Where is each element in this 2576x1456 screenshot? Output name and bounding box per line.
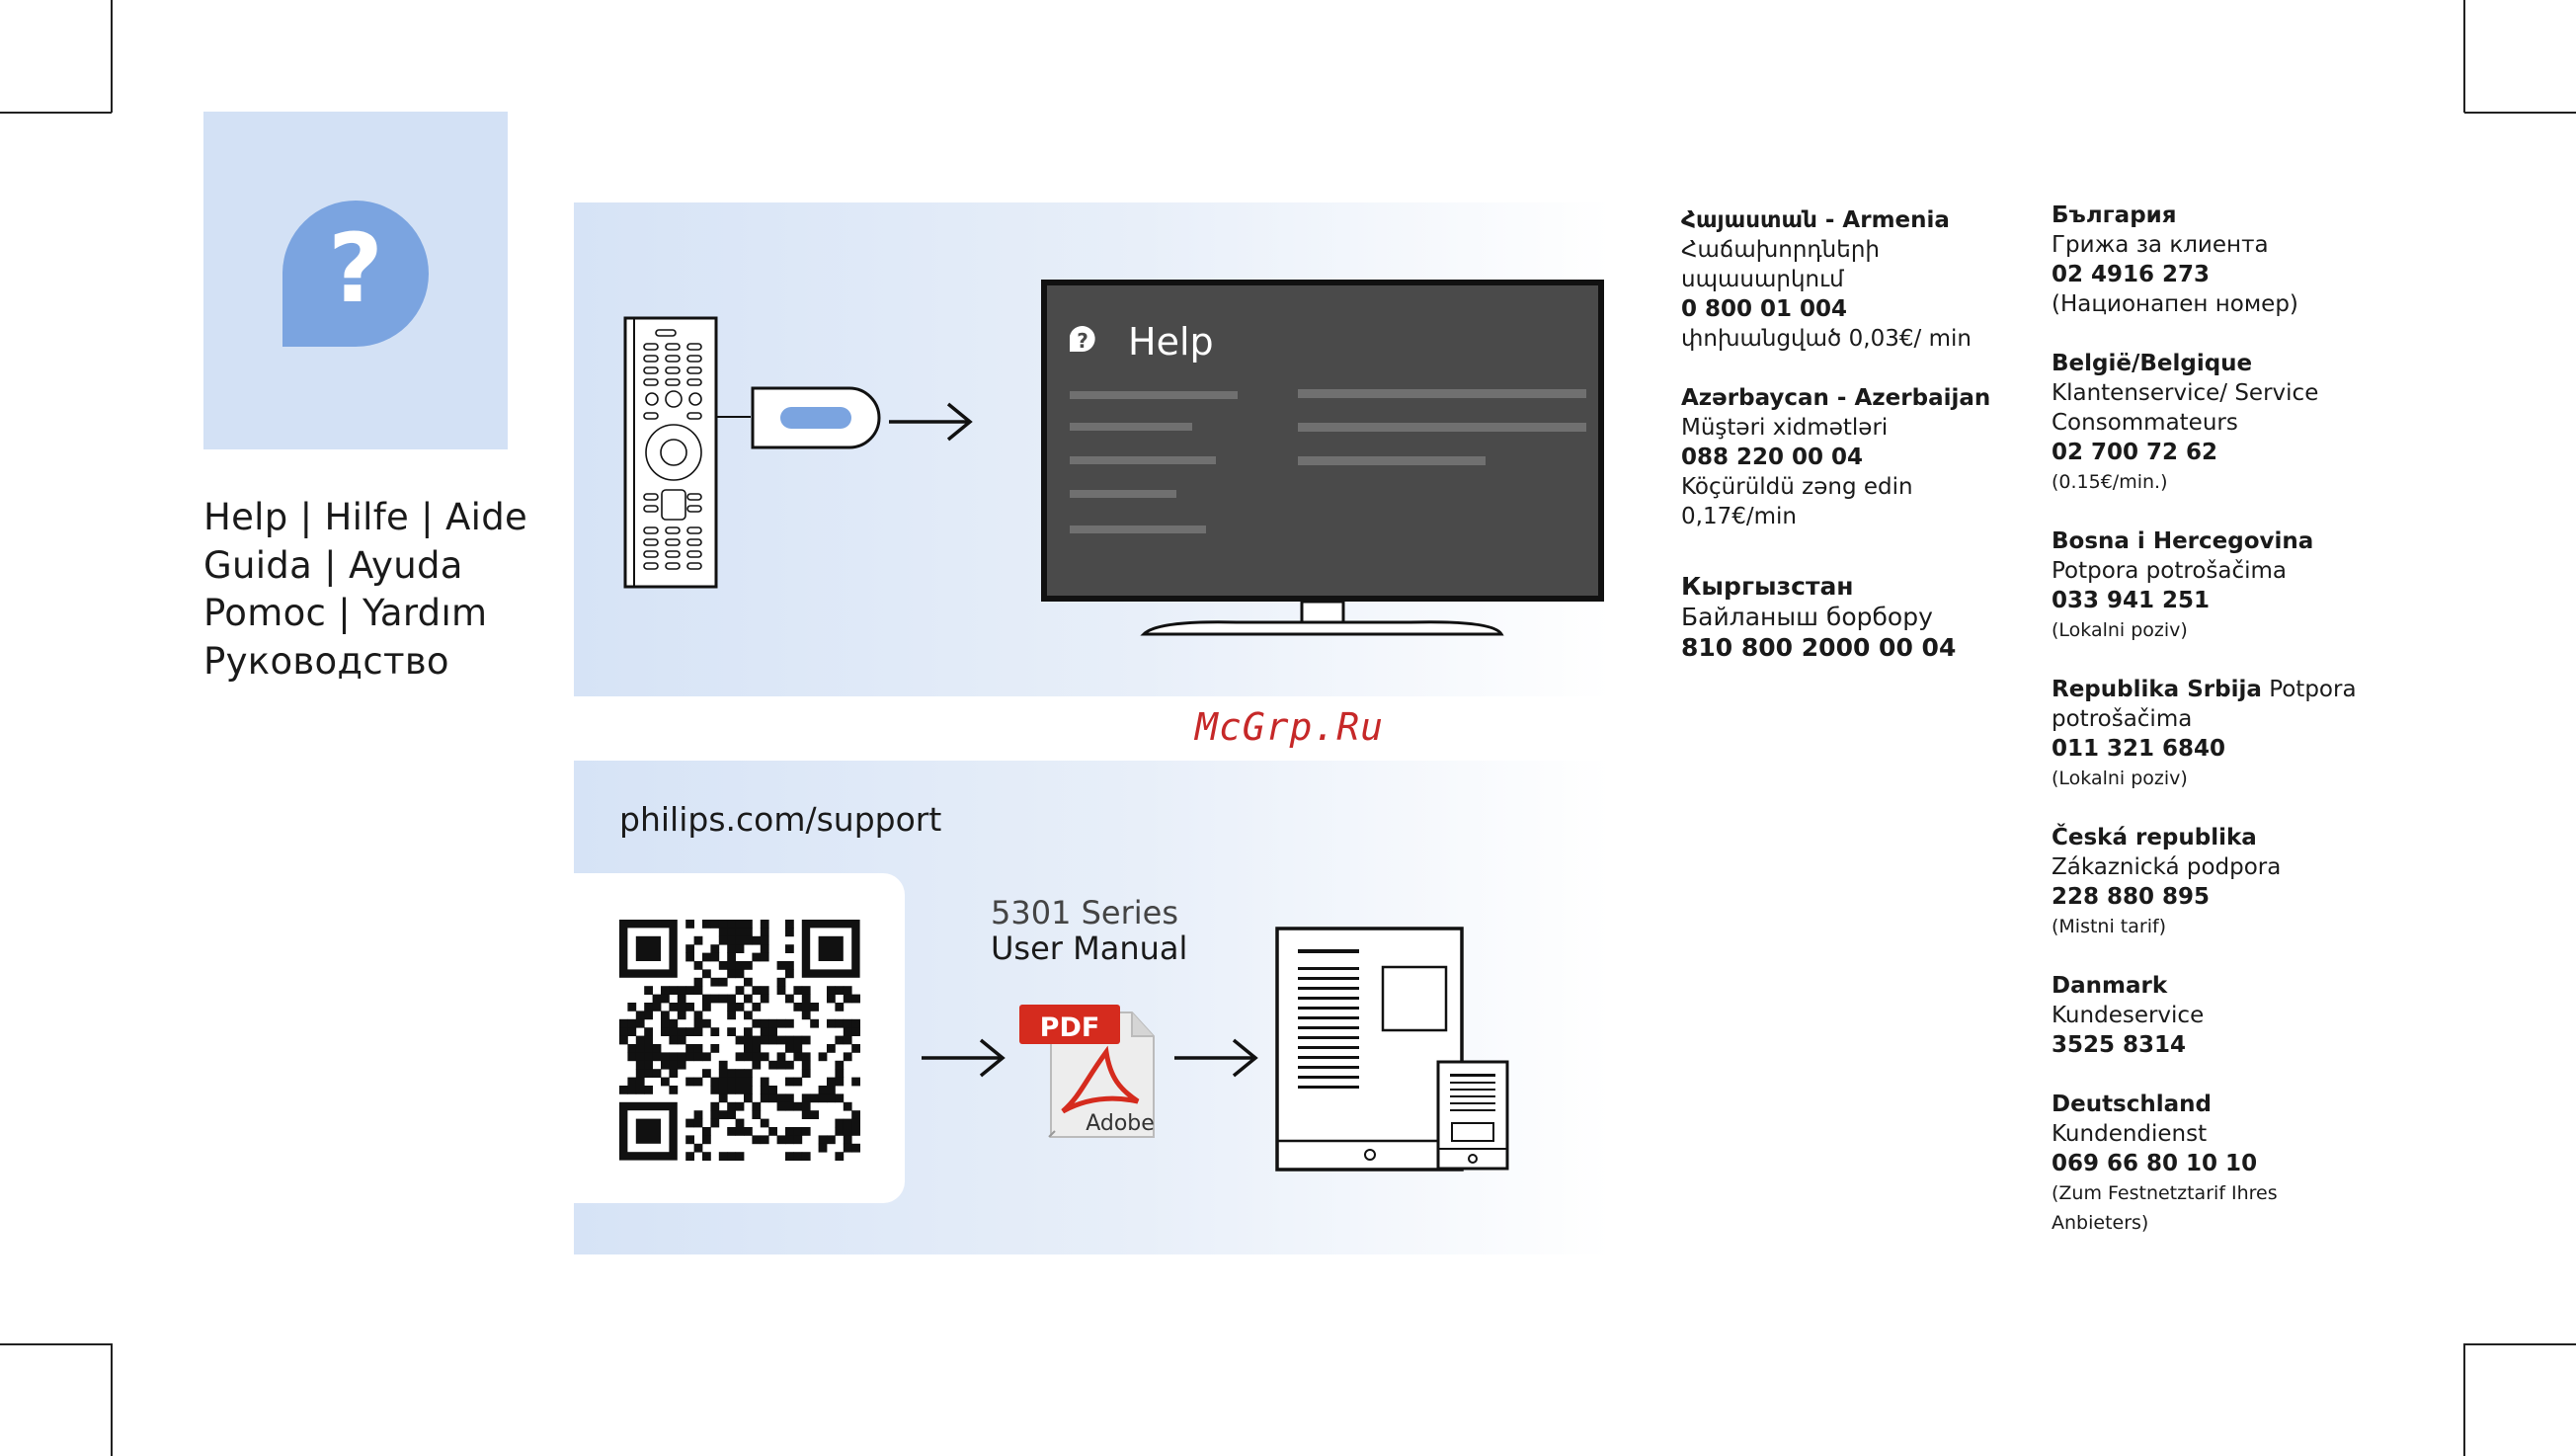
contact-country: Bosna i Hercegovina <box>2052 528 2314 554</box>
contact-country: Հայաստան - Armenia <box>1681 207 1950 233</box>
contact-entry: Кыргызстан Байланыш борбору 810 800 2000… <box>1681 571 2007 663</box>
watermark: McGrp.Ru <box>1195 705 1385 749</box>
manual-title: 5301 Series User Manual <box>991 895 1187 966</box>
contacts-column-2: България Грижа за клиента 02 4916 273 (Н… <box>2052 201 2377 1267</box>
contact-service: Грижа за клиента <box>2052 232 2269 258</box>
arrow-right-icon <box>922 1038 1006 1078</box>
contact-country: België/Belgique <box>2052 351 2253 376</box>
contact-country: Česká republika <box>2052 825 2257 850</box>
help-title-line: Pomoc | Yardım <box>203 592 488 634</box>
contact-entry: Republika Srbija Potpora potrošačima 011… <box>2052 675 2377 793</box>
contact-country: Azərbaycan - Azerbaijan <box>1681 385 1991 411</box>
contact-phone: 228 880 895 <box>2052 884 2211 910</box>
contact-entry: Danmark Kundeservice 3525 8314 <box>2052 971 2377 1060</box>
svg-text:?: ? <box>328 213 383 324</box>
contact-service: Müştəri xidmətləri <box>1681 415 1889 441</box>
contact-note: (Mistni tarif) <box>2052 916 2167 937</box>
help-title-line: Help | Hilfe | Aide <box>203 496 528 538</box>
tv-icon: ? Help <box>1041 280 1604 636</box>
crop-mark <box>2464 1343 2576 1345</box>
help-title-block: Help | Hilfe | Aide Guida | Ayuda Pomoc … <box>203 494 527 686</box>
contact-country: Кыргызстан <box>1681 572 1854 601</box>
contact-note: (Национапен номер) <box>2052 291 2298 317</box>
contact-phone: 02 700 72 62 <box>2052 440 2218 465</box>
contact-entry: България Грижа за клиента 02 4916 273 (Н… <box>2052 201 2377 319</box>
contact-service: Байланыш борбору <box>1681 603 1933 631</box>
tv-screen-title: Help <box>1128 320 1214 364</box>
contact-country: България <box>2052 202 2177 228</box>
contact-service: Klantenservice/ Service Consommateurs <box>2052 380 2319 436</box>
qr-code[interactable] <box>619 920 860 1161</box>
help-title-line: Руководство <box>203 639 449 683</box>
contact-entry: Deutschland Kundendienst 069 66 80 10 10… <box>2052 1090 2377 1238</box>
remote-control-icon <box>623 316 751 589</box>
crop-mark <box>0 1343 112 1345</box>
support-url[interactable]: philips.com/support <box>619 800 942 839</box>
contact-service: Zákaznická podpora <box>2052 854 2282 880</box>
crop-mark <box>0 112 112 114</box>
contact-note: փոխանցված 0,03€/ min <box>1681 326 1972 352</box>
arrow-right-icon <box>1174 1038 1258 1078</box>
manual-series: 5301 Series <box>991 894 1179 931</box>
question-bubble-icon: ? <box>282 201 429 347</box>
pdf-file-icon: PDF Adobe <box>1019 1005 1155 1138</box>
contact-entry: Azərbaycan - Azerbaijan Müştəri xidmətlə… <box>1681 383 2007 531</box>
crop-mark <box>2463 0 2465 113</box>
contact-entry: Հայաստան - Armenia Հաճախորդների սպասարկո… <box>1681 205 2007 354</box>
contact-note: (Lokalni poziv) <box>2052 768 2188 789</box>
manual-name: User Manual <box>991 930 1188 967</box>
help-icon-tile: ? <box>203 112 508 449</box>
contact-phone: 033 941 251 <box>2052 588 2211 613</box>
contact-phone: 088 220 00 04 <box>1681 445 1864 470</box>
contact-phone: 02 4916 273 <box>2052 262 2211 287</box>
help-button-icon <box>751 386 881 449</box>
crop-mark <box>2463 1343 2465 1456</box>
contact-note: Köçürüldü zəng edin 0,17€/min <box>1681 474 1913 529</box>
contact-service: Հաճախորդների սպասարկում <box>1681 237 1880 292</box>
svg-text:?: ? <box>1077 329 1088 353</box>
adobe-label: Adobe <box>1086 1111 1155 1136</box>
contact-entry: België/Belgique Klantenservice/ Service … <box>2052 349 2377 497</box>
contact-phone: 011 321 6840 <box>2052 736 2226 762</box>
contact-country: Danmark <box>2052 973 2168 999</box>
crop-mark <box>2464 112 2576 114</box>
contact-phone: 069 66 80 10 10 <box>2052 1151 2258 1176</box>
contact-service: Potpora potrošačima <box>2052 558 2287 584</box>
contact-service: Kundendienst <box>2052 1121 2208 1147</box>
contact-phone: 810 800 2000 00 04 <box>1681 633 1957 662</box>
crop-mark <box>111 1343 113 1456</box>
contact-entry: Česká republika Zákaznická podpora 228 8… <box>2052 823 2377 941</box>
crop-mark <box>111 0 113 113</box>
contact-phone: 0 800 01 004 <box>1681 296 1848 322</box>
contact-entry: Bosna i Hercegovina Potpora potrošačima … <box>2052 526 2377 645</box>
contact-phone: 3525 8314 <box>2052 1032 2187 1058</box>
pdf-label: PDF <box>1040 1012 1100 1043</box>
contacts-column-1: Հայաստան - Armenia Հաճախորդների սպասարկո… <box>1681 205 2007 692</box>
arrow-right-icon <box>889 402 973 442</box>
contact-note: (Zum Festnetztarif Ihres Anbieters) <box>2052 1182 2278 1234</box>
contact-service: Kundeservice <box>2052 1003 2205 1028</box>
tablet-phone-icon <box>1275 927 1509 1172</box>
contact-country: Deutschland <box>2052 1092 2212 1117</box>
help-title-line: Guida | Ayuda <box>203 543 463 587</box>
contact-note: (0.15€/min.) <box>2052 471 2168 493</box>
contact-country: Republika Srbija Potpora potrošačima <box>2052 677 2357 732</box>
contact-note: (Lokalni poziv) <box>2052 619 2188 641</box>
